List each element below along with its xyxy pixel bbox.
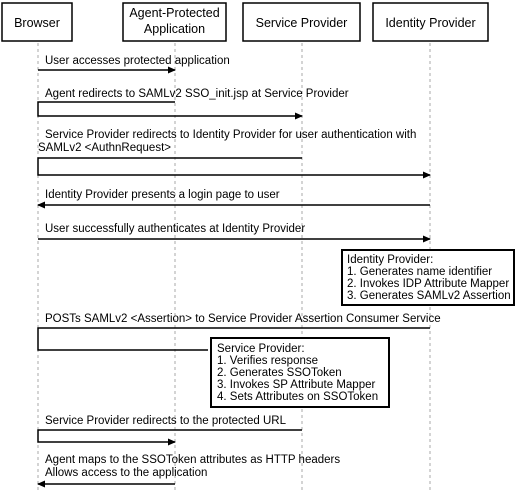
note-sp-line-2: 1. Verifies response — [217, 355, 318, 367]
message-2-label: Agent redirects to SAMLv2 SSO_init.jsp a… — [45, 88, 349, 100]
message-2-arrow — [37, 101, 303, 120]
participant-identity-provider: Identity Provider — [372, 2, 489, 42]
participant-service-provider: Service Provider — [242, 2, 361, 42]
message-3-label: Service Provider redirects to Identity P… — [45, 129, 416, 141]
participant-agent: Agent-Protected Application — [122, 2, 227, 42]
message-5-label: User successfully authenticates at Ident… — [45, 223, 305, 235]
note-identity-provider: Identity Provider: 1. Generates name ide… — [341, 249, 515, 306]
participant-browser-label: Browser — [14, 16, 60, 30]
message-8-label: Agent maps to the SSOToken attributes as… — [45, 454, 340, 466]
message-3-arrow — [37, 157, 431, 179]
message-3-label-line2: SAMLv2 <AuthnRequest> — [38, 142, 171, 154]
message-6-label: POSTs SAMLv2 <Assertion> to Service Prov… — [45, 313, 441, 325]
message-1-label: User accesses protected application — [45, 55, 230, 67]
note-idp-line-1: Identity Provider: — [347, 254, 433, 266]
note-sp-line-4: 3. Invokes SP Attribute Mapper — [217, 379, 375, 391]
message-7-label: Service Provider redirects to the protec… — [45, 415, 287, 427]
message-8-label-line2: Allows access to the application — [45, 467, 207, 479]
participant-identity-provider-label: Identity Provider — [385, 16, 475, 30]
note-sp-line-1: Service Provider: — [217, 343, 305, 355]
note-idp-line-3: 2. Invokes IDP Attribute Mapper — [347, 278, 509, 290]
participant-service-provider-label: Service Provider — [256, 16, 348, 30]
message-4-label: Identity Provider presents a login page … — [45, 189, 280, 201]
note-sp-line-3: 2. Generates SSOToken — [217, 367, 342, 379]
note-idp-line-4: 3. Generates SAMLv2 Assertion — [347, 290, 511, 302]
message-6-arrow — [37, 327, 430, 351]
participant-agent-label: Agent-Protected — [129, 6, 219, 20]
note-service-provider: Service Provider: 1. Verifies response 2… — [210, 337, 390, 408]
note-idp-line-2: 1. Generates name identifier — [347, 266, 492, 278]
note-sp-line-5: 4. Sets Attributes on SSOToken — [217, 391, 378, 403]
message-7-arrow — [37, 429, 302, 446]
participant-agent-label-line2: Application — [144, 22, 205, 36]
participant-browser: Browser — [1, 2, 73, 42]
